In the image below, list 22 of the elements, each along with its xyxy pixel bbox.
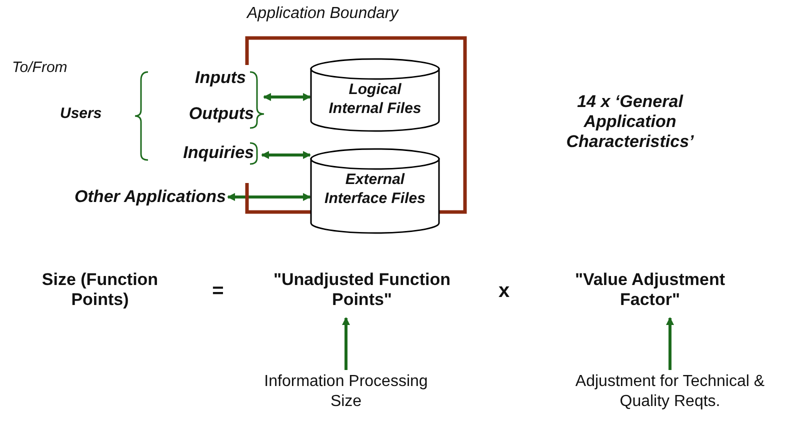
group-label: Users	[60, 104, 103, 124]
arrow	[342, 317, 350, 370]
times-sign: x	[497, 281, 511, 301]
flow-label: Inquiries	[182, 143, 254, 163]
formula-term: Size (Function Points)	[40, 270, 160, 310]
flow-label: Outputs	[188, 104, 254, 124]
note-text: To/From	[12, 58, 68, 78]
annotation-text: Information Processing Size	[263, 372, 429, 412]
formula-term: "Unadjusted Function Points"	[272, 270, 452, 310]
note-text: 14 x ‘General Application Characteristics’	[565, 92, 695, 152]
formula-term: "Value Adjustment Factor"	[574, 270, 726, 310]
annotation-text: Adjustment for Technical & Quality Reqts.	[574, 372, 766, 412]
arrow	[666, 317, 674, 370]
arrow	[227, 193, 311, 201]
flow-label: Inputs	[194, 68, 246, 88]
arrow	[263, 93, 311, 101]
flow-label: Other Applications	[74, 187, 226, 207]
equals-sign: =	[211, 281, 225, 301]
file-label: Logical Internal Files	[328, 80, 422, 118]
boundary-title: Application Boundary	[247, 4, 398, 24]
file-label: External Interface Files	[324, 170, 426, 208]
arrow	[261, 151, 311, 159]
